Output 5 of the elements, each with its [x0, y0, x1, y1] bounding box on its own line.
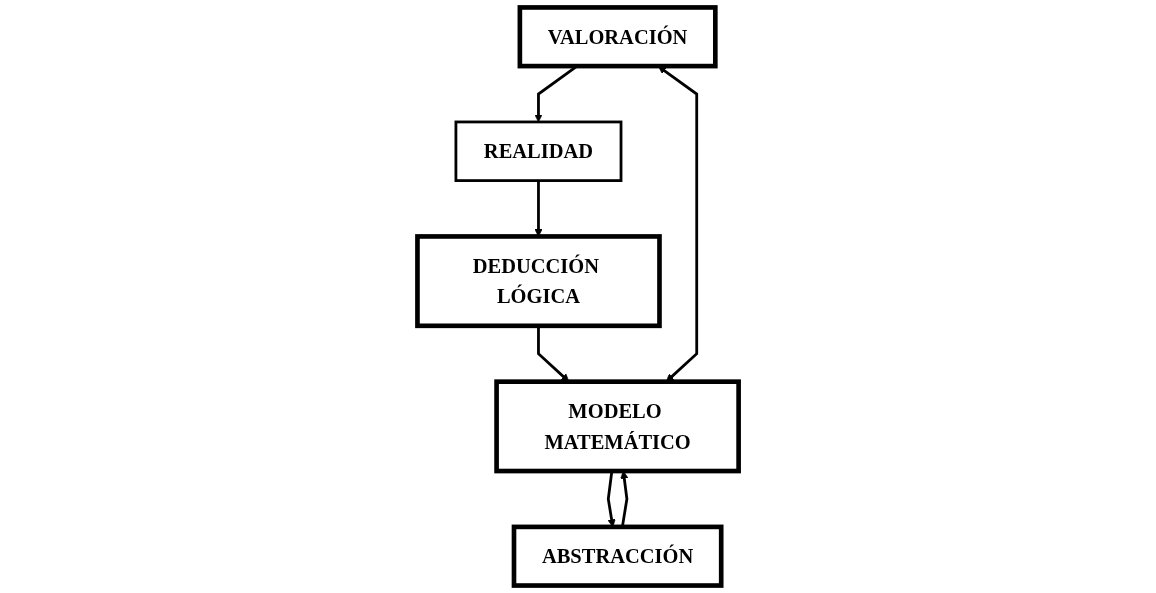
node-box: DEDUCCIÓN LÓGICA: [415, 234, 662, 329]
node-box: VALORACIÓN: [517, 5, 718, 69]
node-box: ABSTRACCIÓN: [511, 524, 724, 588]
node-box: MODELO MATEMÁTICO: [494, 379, 741, 474]
node-box: REALIDAD: [454, 120, 623, 182]
